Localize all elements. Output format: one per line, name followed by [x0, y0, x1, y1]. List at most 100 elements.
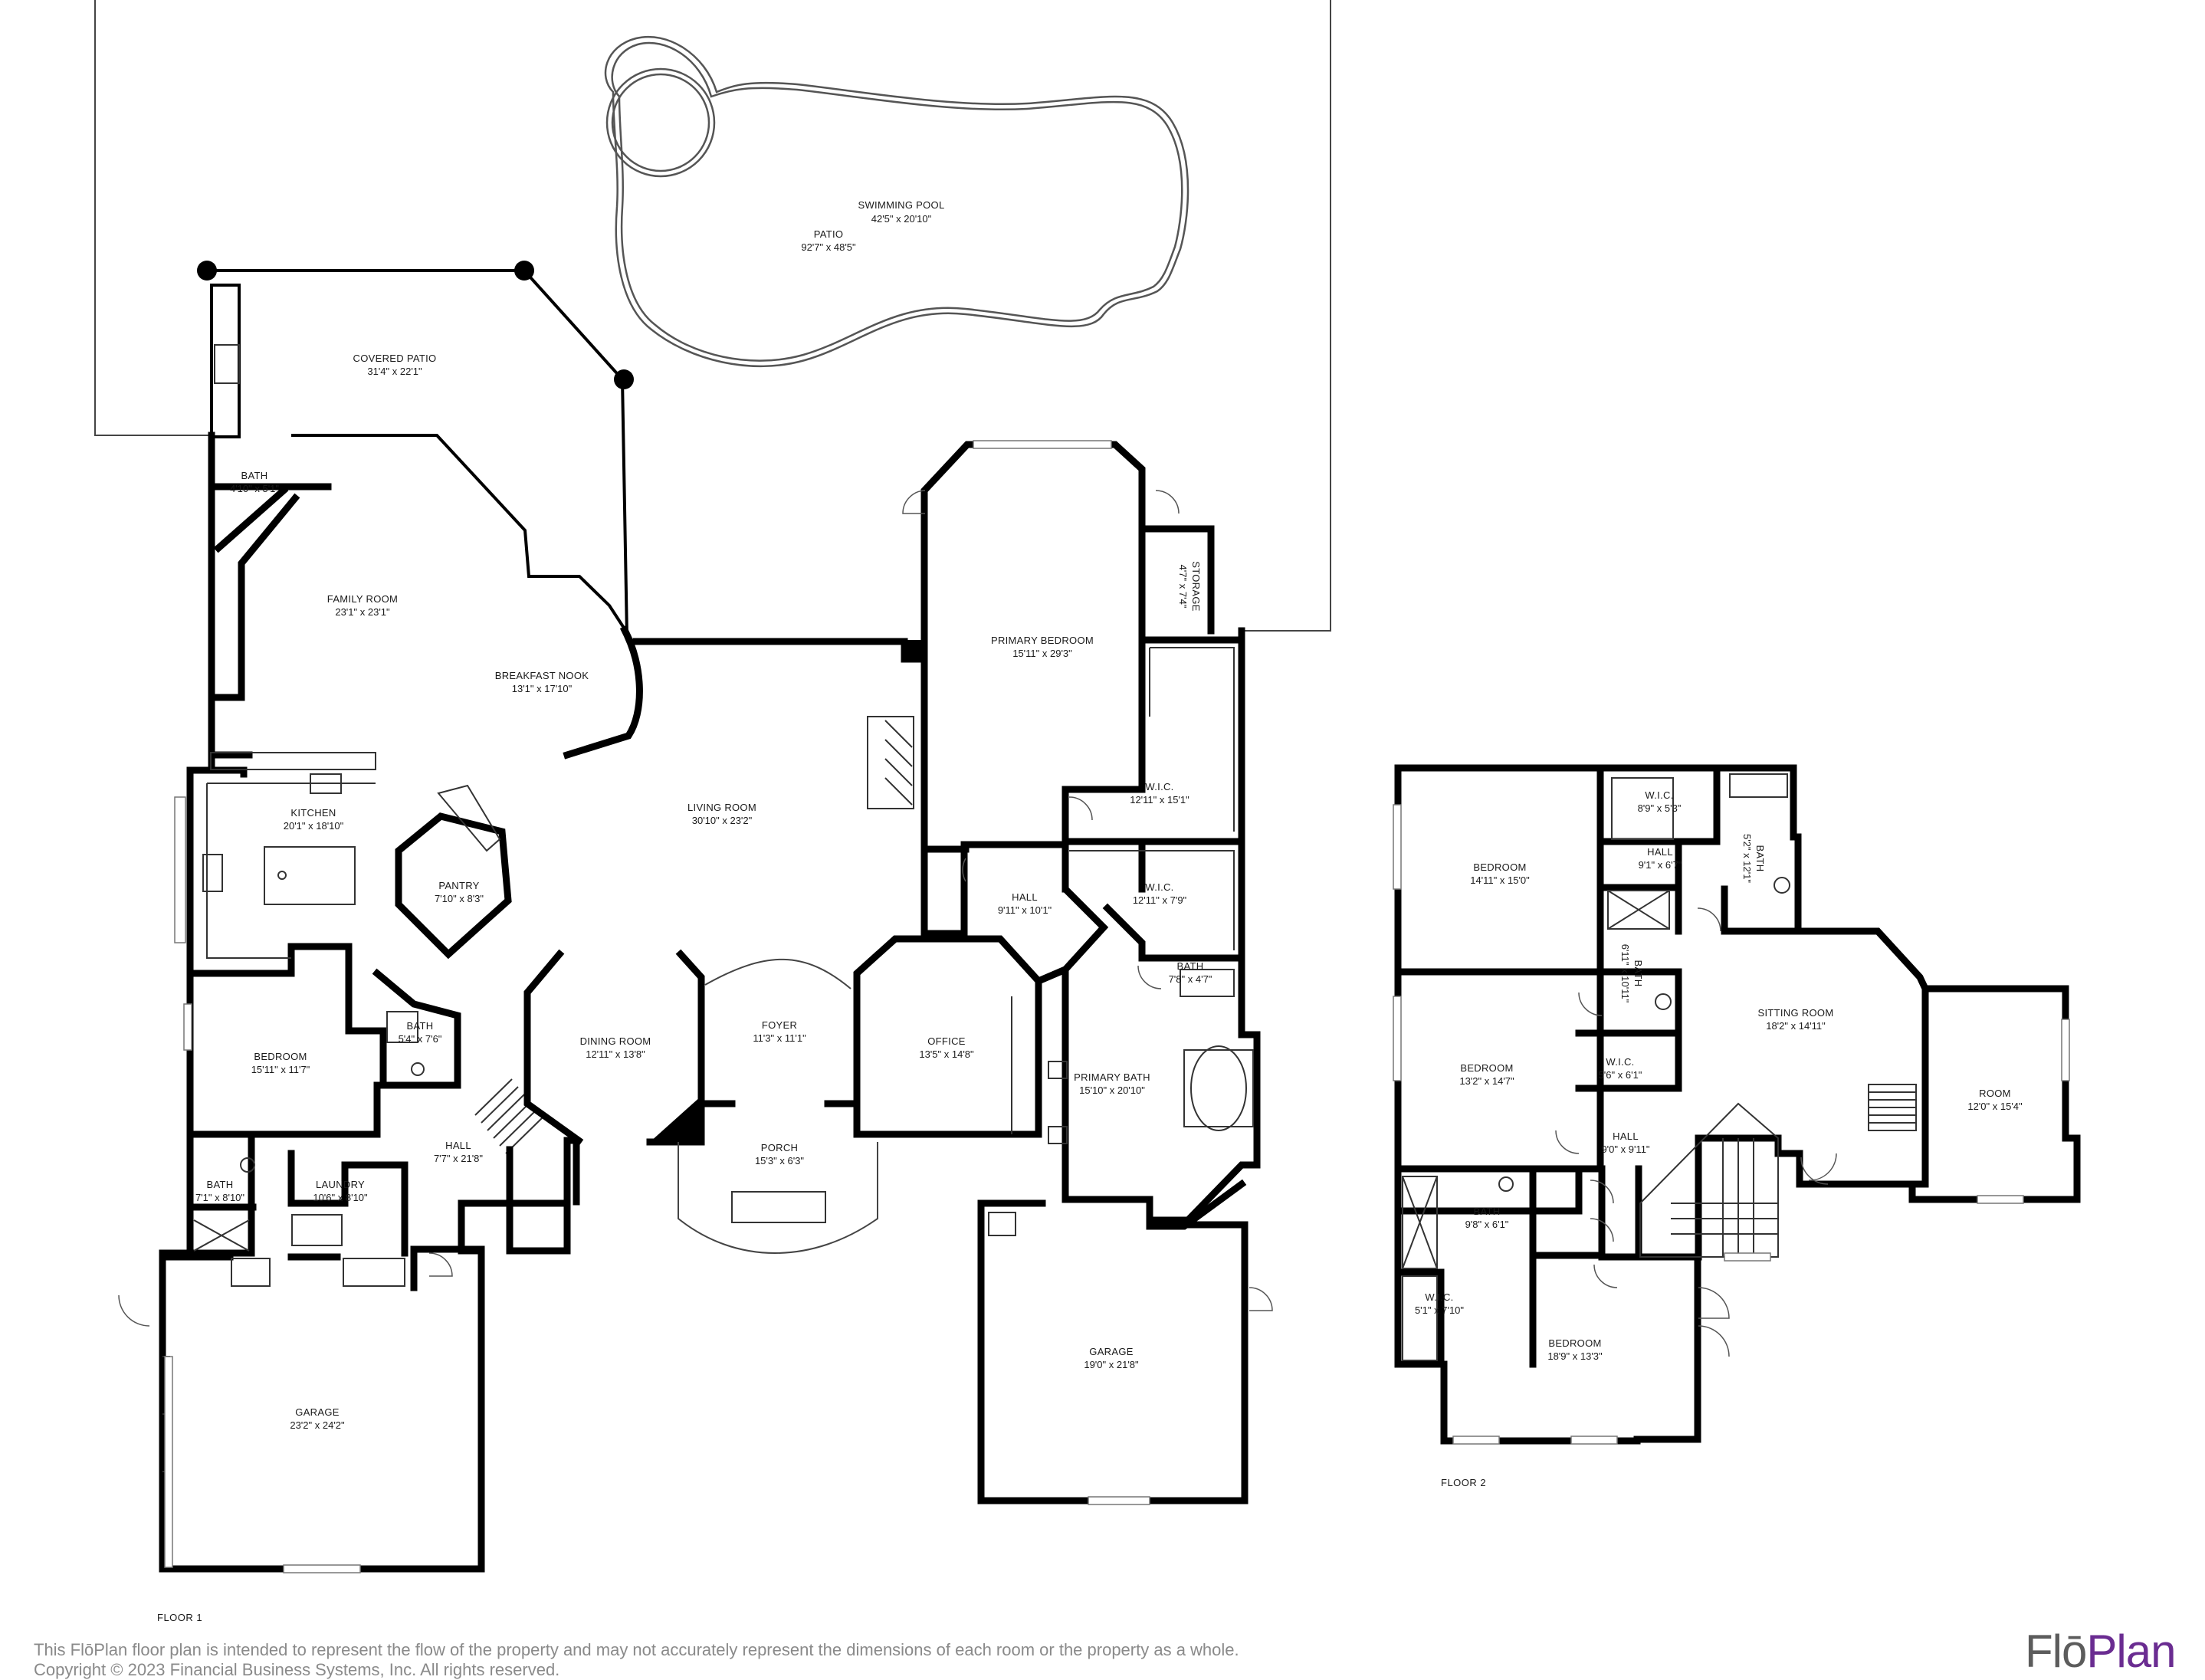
room-name: FOYER [762, 1019, 797, 1031]
room-dims: 18'9" x 13'3" [1547, 1350, 1603, 1362]
room-name: KITCHEN [290, 807, 336, 819]
disclaimer-line-1: This FlōPlan floor plan is intended to r… [34, 1640, 1239, 1659]
room-dims: 13'2" x 14'7" [1459, 1075, 1514, 1087]
room-name: BATH [407, 1020, 434, 1032]
room-name: STORAGE [1190, 561, 1202, 611]
room-name: LAUNDRY [316, 1179, 365, 1190]
room-name: DINING ROOM [580, 1035, 651, 1047]
swimming-pool-outer [604, 35, 1189, 368]
porch-outline [678, 1142, 878, 1254]
room-name: HALL [1647, 846, 1673, 858]
room-name: BATH [241, 470, 268, 481]
room-dims: 9'0" x 9'11" [1601, 1144, 1649, 1155]
room-dims: 15'10" x 20'10" [1079, 1084, 1145, 1096]
room-name: GARAGE [295, 1406, 339, 1418]
storage-walls [1142, 525, 1215, 635]
room-name: HALL [1613, 1130, 1639, 1142]
room-name: PORCH [761, 1142, 798, 1153]
family-room-walls [208, 431, 332, 701]
room-name: OFFICE [927, 1035, 965, 1047]
spa-outline [605, 67, 716, 178]
room-dims: 15'3" x 6'3" [755, 1155, 804, 1166]
room-dims: 5'2" x 12'1" [1741, 834, 1753, 883]
room-dims: 5'1" x 7'10" [1415, 1304, 1464, 1316]
room-name: BATH [207, 1179, 234, 1190]
room-name: PATIO [814, 228, 844, 240]
bath-tub [386, 1011, 418, 1043]
logo-part-1: Flō [2025, 1626, 2087, 1677]
west-bedroom-walls [186, 968, 461, 1138]
room-dims: 15'11" x 29'3" [1012, 648, 1072, 659]
pantry-walls [395, 812, 512, 960]
room-dims: 42'5" x 20'10" [871, 213, 932, 225]
floor-2-fixtures [1402, 773, 1790, 1361]
covered-patio-structure [197, 261, 634, 637]
primary-bedroom-walls [920, 441, 1245, 845]
breakfast-nook-wall [563, 625, 643, 760]
room-name: BEDROOM [1460, 1062, 1513, 1074]
floor-2-door-swings [1555, 907, 1837, 1357]
patio-outline [94, 0, 1331, 632]
family-room-window-wall [291, 434, 632, 640]
floor-2-room-east [1908, 985, 2081, 1203]
room-name: W.I.C. [1425, 1291, 1453, 1303]
west-block-walls [159, 431, 580, 1573]
room-dims: 9'11" x 10'1" [998, 904, 1052, 916]
west-hall-walls [506, 1137, 571, 1255]
room-dims: 7'10" x 8'3" [435, 893, 484, 904]
primary-bath-tub [1190, 1045, 1247, 1131]
room-dims: 19'0" x 21'8" [1084, 1359, 1139, 1370]
room-name: SWIMMING POOL [858, 199, 945, 211]
room-dims: 14'11" x 15'0" [1470, 874, 1530, 886]
swimming-pool-inner [611, 41, 1183, 362]
room-name: W.I.C. [1645, 789, 1673, 801]
room-dims: 4'10" x 5'1" [230, 483, 279, 494]
room-dims: 12'11" x 13'8" [586, 1048, 645, 1060]
room-name: GARAGE [1089, 1346, 1133, 1357]
room-name: FAMILY ROOM [327, 593, 398, 605]
room-dims: 9'8" x 6'1" [1465, 1219, 1509, 1230]
sitting-room-stairs [1868, 1084, 1917, 1131]
room-dims: 12'11" x 7'9" [1133, 894, 1187, 906]
disclaimer-line-2: Copyright © 2023 Financial Business Syst… [34, 1660, 560, 1679]
floor-2: FLOOR 2 [1393, 764, 2081, 1488]
fireplace [867, 716, 914, 809]
room-dims: 20'1" x 18'10" [284, 820, 344, 832]
room-dims: 12'11" x 15'1" [1130, 794, 1189, 806]
west-hall-stairs [474, 1078, 543, 1154]
door-swings [118, 490, 1273, 1327]
room-name: W.I.C. [1145, 781, 1173, 792]
room-dims: 18'2" x 14'11" [1766, 1020, 1826, 1032]
room-name: BATH [1754, 845, 1766, 872]
room-dims: 12'0" x 15'4" [1967, 1101, 2023, 1112]
kitchen-fixtures [174, 752, 376, 959]
east-garage-walls [977, 1199, 1249, 1504]
room-name: BEDROOM [1548, 1337, 1601, 1349]
kitchen-walls [186, 751, 353, 977]
room-name: BREAKFAST NOOK [495, 670, 589, 681]
pantry-shelf [437, 784, 501, 852]
room-dims: 31'4" x 22'1" [367, 366, 422, 377]
room-dims: 5'6" x 6'1" [1599, 1069, 1642, 1081]
room-dims: 15'11" x 11'7" [251, 1064, 310, 1075]
room-name: SITTING ROOM [1758, 1007, 1834, 1019]
room-name: BEDROOM [1473, 861, 1526, 873]
room-name: PRIMARY BATH [1074, 1071, 1150, 1083]
dining-corner-solid [650, 1096, 701, 1142]
room-dims: 30'10" x 23'2" [692, 815, 753, 826]
room-dims: 11'3" x 11'1" [753, 1032, 806, 1044]
logo-part-2: Plan [2086, 1626, 2176, 1677]
disclaimer: This FlōPlan floor plan is intended to r… [34, 1640, 1239, 1680]
room-name: BEDROOM [254, 1051, 307, 1062]
room-name: HALL [1012, 891, 1038, 903]
floor-2-interior-walls [1394, 764, 1802, 1368]
floor-1: FLOOR 1 [94, 0, 1331, 1623]
spa-outline-inner [611, 73, 710, 172]
room-name: LIVING ROOM [687, 802, 756, 813]
room-dims: 13'5" x 14'8" [919, 1048, 974, 1060]
room-dims: 6'11" x 10'11" [1619, 944, 1631, 1003]
laundry-walls [186, 1130, 409, 1257]
room-name: HALL [445, 1140, 471, 1151]
floor-2-stairs [1639, 1102, 1779, 1258]
